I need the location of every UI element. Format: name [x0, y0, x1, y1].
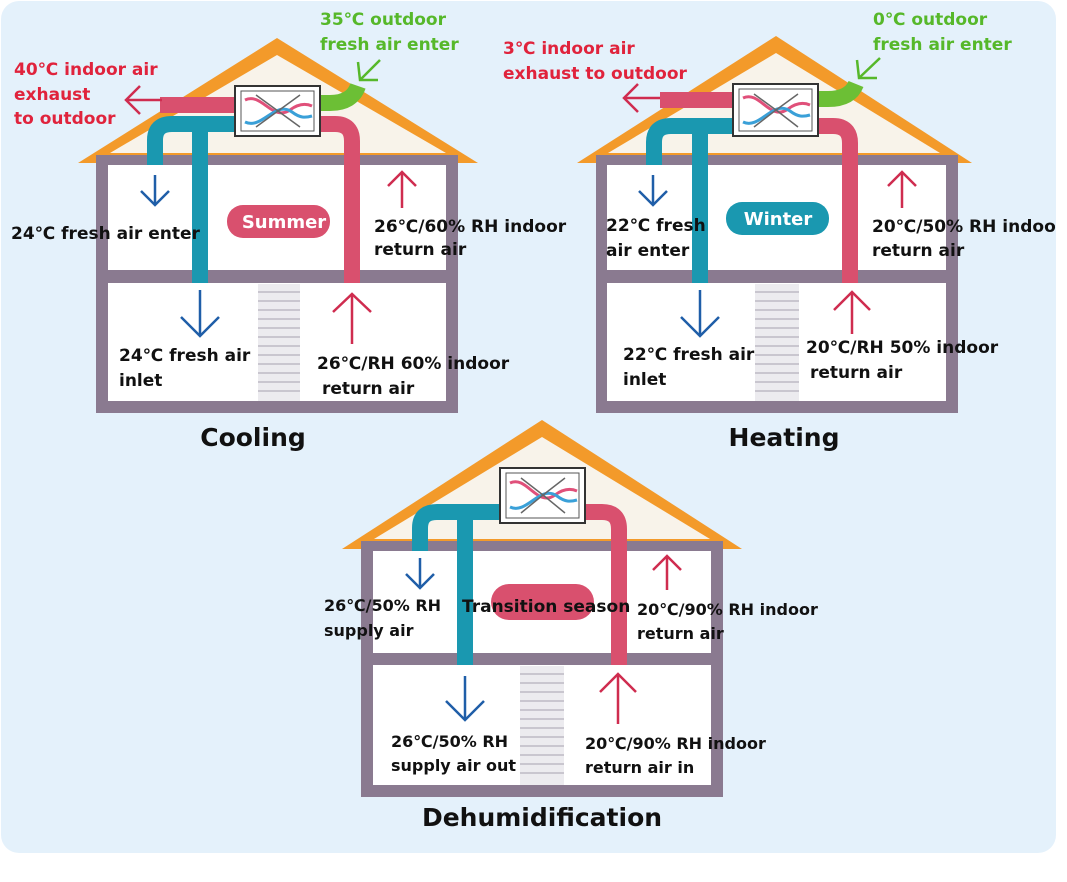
cooling-outdoor-in-label: 35℃ outdoor fresh air enter: [320, 10, 459, 55]
heating-title: Heating: [729, 423, 840, 452]
heating-return-upper-label: 20℃/50% RH indoo return air: [872, 217, 1062, 261]
heating-fresh-upper-label: 22℃ fresh air enter: [606, 216, 712, 261]
dehumidification-labels: Transition season 26℃/50% RH supply air …: [324, 596, 823, 832]
dehumidification-fresh-lower-label: 26℃/50% RH supply air out: [391, 732, 516, 775]
cooling-arrow-fresh-lower: [180, 290, 220, 338]
cooling-arrow-fresh-upper: [140, 175, 170, 207]
heating-fresh-duct: [646, 118, 738, 283]
heating-arrow-exhaust-out: [622, 83, 660, 113]
cooling-house: Summer: [78, 38, 478, 413]
heating-arrow-outdoor-in: [855, 57, 881, 80]
dehumidification-arrow-return-lower: [599, 672, 637, 724]
dehumidification-return-duct: [580, 504, 627, 665]
heating-labels: 0℃ outdoor fresh air enter 3℃ indoor air…: [503, 10, 1062, 452]
dehumidification-arrow-return-upper: [652, 554, 682, 590]
heating-outdoor-in-label: 0℃ outdoor fresh air enter: [873, 10, 1012, 55]
heating-season-badge-shape: [726, 202, 829, 235]
dehumidification-fresh-duct: [412, 504, 505, 665]
cooling-fresh-duct: [147, 116, 240, 283]
dehumidification-title: Dehumidification: [422, 803, 662, 832]
heating-fresh-lower-label: 22℃ fresh air inlet: [623, 345, 760, 390]
heating-arrow-return-lower: [833, 290, 871, 334]
heating-arrow-fresh-lower: [680, 290, 720, 338]
cooling-arrow-return-lower: [332, 292, 372, 344]
dehumidification-season-badge: Transition season: [462, 597, 630, 617]
dehumidification-return-lower-label: 20℃/90% RH indoor return air in: [585, 734, 771, 777]
heating-return-duct: [815, 118, 858, 283]
dehumidification-return-upper-label: 20℃/90% RH indoor return air: [637, 600, 823, 643]
heating-arrow-return-upper: [887, 170, 917, 208]
heating-staircase: [755, 284, 799, 401]
dehumidification-arrow-fresh-lower: [445, 676, 485, 722]
heating-return-lower-label: 20℃/RH 50% indoor return air: [806, 338, 1004, 383]
cooling-title: Cooling: [200, 423, 306, 452]
heating-heat-exchanger: [732, 83, 819, 137]
heating-house: Winter: [577, 36, 972, 413]
cooling-season-badge: Summer: [242, 212, 326, 233]
dehumidification-heat-exchanger: [499, 467, 586, 524]
dehumidification-fresh-upper-label: 26℃/50% RH supply air: [324, 596, 447, 640]
cooling-season-badge-shape: [227, 205, 330, 238]
heating-exhaust-label: 3℃ indoor air exhaust to outdoor: [503, 39, 687, 84]
heating-arrow-fresh-upper: [638, 175, 668, 207]
cooling-arrow-outdoor-in: [356, 59, 381, 82]
dehumidification-arrow-fresh-upper: [405, 558, 435, 590]
cooling-exhaust-label: 40℃ indoor air exhaust to outdoor: [14, 60, 164, 129]
cooling-fresh-upper-label: 24℃ fresh air enter: [11, 224, 201, 244]
cooling-return-duct: [318, 116, 360, 283]
dehumidification-staircase: [520, 666, 564, 785]
cooling-arrow-return-upper: [387, 170, 417, 208]
cooling-labels: 35℃ outdoor fresh air enter 40℃ indoor a…: [11, 10, 572, 452]
cooling-heat-exchanger: [234, 85, 321, 137]
cooling-return-lower-label: 26℃/RH 60% indoor return air: [317, 354, 515, 399]
cooling-outdoor-duct: [318, 82, 366, 111]
cooling-staircase: [258, 284, 300, 401]
dehumidification-season-badge-shape: [491, 584, 594, 620]
cooling-return-upper-label: 26℃/60% RH indoor return air: [374, 217, 572, 260]
heating-outdoor-duct: [815, 80, 864, 107]
cooling-arrow-exhaust-out: [124, 85, 162, 115]
heating-season-badge: Winter: [744, 209, 813, 230]
cooling-fresh-lower-label: 24℃ fresh air inlet: [119, 346, 256, 391]
dehumidification-house: [342, 420, 742, 797]
